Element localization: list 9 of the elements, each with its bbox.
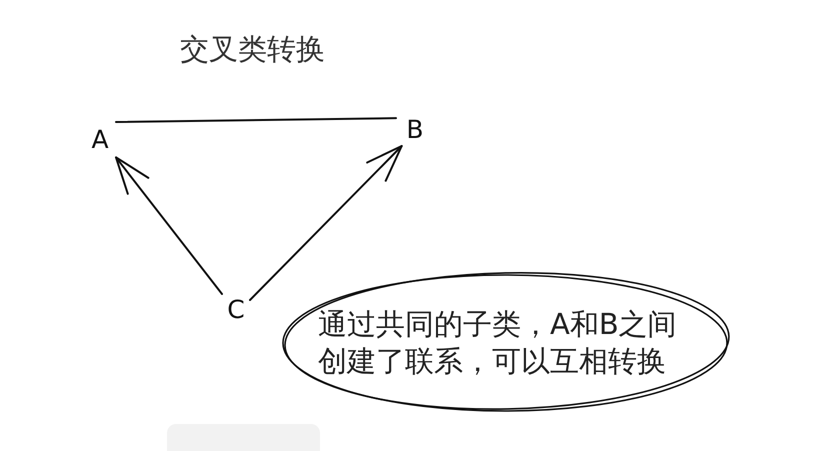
- diagram-title: 交叉类转换: [180, 32, 325, 67]
- vertex-label: B: [396, 112, 434, 146]
- arrow: [115, 156, 223, 295]
- vertex-label: A: [84, 116, 116, 162]
- connector-line: [115, 117, 397, 123]
- arrow: [249, 145, 403, 301]
- callout-bubble: [280, 272, 730, 414]
- callout-text: 通过共同的子类，A和B之间创建了联系，可以互相转换: [318, 306, 678, 380]
- vertex-label: C: [222, 294, 250, 324]
